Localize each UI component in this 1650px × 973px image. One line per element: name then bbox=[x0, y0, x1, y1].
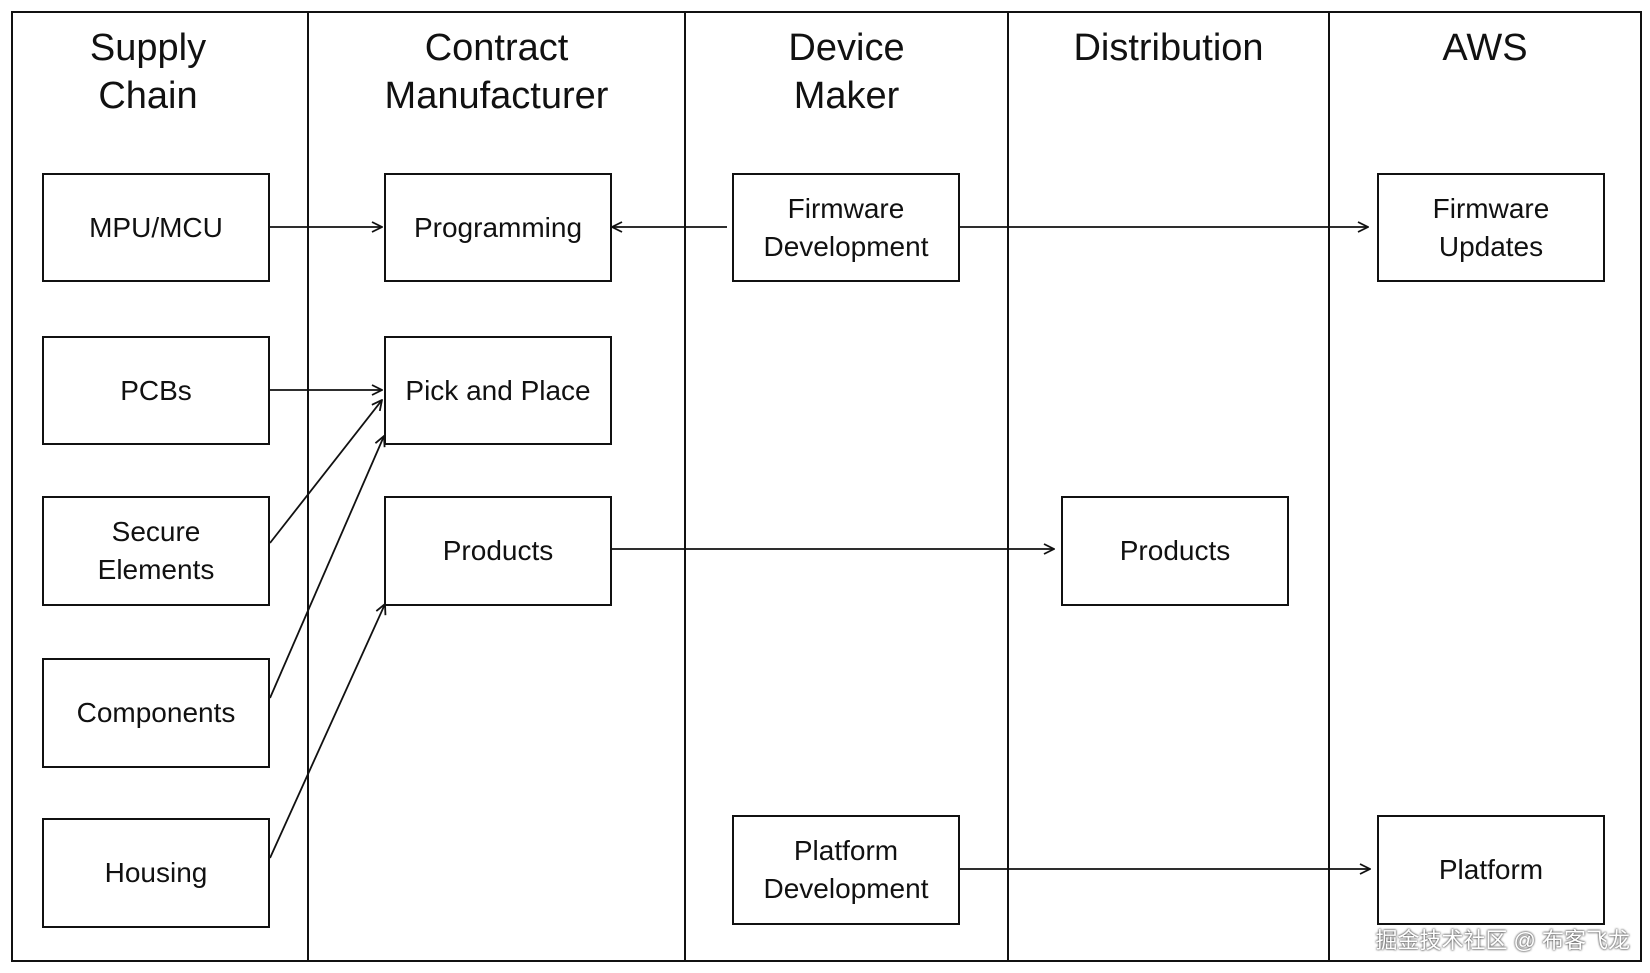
lane-title-contract-manufacturer: Contract Manufacturer bbox=[308, 24, 685, 120]
node-pcbs: PCBs bbox=[42, 336, 270, 445]
lane-title-supply-chain: Supply Chain bbox=[12, 24, 284, 120]
node-label: Platform bbox=[1438, 854, 1544, 885]
node-housing: Housing bbox=[42, 818, 270, 928]
node-label: Pick and Place bbox=[405, 374, 591, 406]
node-label: Products bbox=[1119, 535, 1231, 566]
node-products-cm: Products bbox=[384, 496, 612, 606]
lane-title-line: AWS bbox=[1442, 27, 1528, 69]
node-programming: Programming bbox=[384, 173, 612, 282]
node-products-distribution: Products bbox=[1061, 496, 1289, 606]
lane-title-distribution: Distribution bbox=[1008, 24, 1329, 72]
node-label: Programming bbox=[413, 211, 583, 243]
edge-components-to-pickplace bbox=[269, 436, 384, 699]
node-label: Components bbox=[76, 697, 236, 728]
node-label: Platform bbox=[793, 835, 899, 866]
node-mpu-mcu: MPU/MCU bbox=[42, 173, 270, 282]
node-platform: Platform bbox=[1377, 815, 1605, 925]
node-label: Secure bbox=[111, 516, 201, 547]
edge-housing-to-products bbox=[269, 604, 385, 859]
node-label: Elements bbox=[97, 554, 215, 585]
node-label: Updates bbox=[1438, 230, 1544, 262]
node-label: MPU/MCU bbox=[89, 211, 223, 243]
node-label: Firmware bbox=[787, 192, 905, 224]
lane-title-line: Maker bbox=[793, 75, 900, 117]
lane-title-aws: AWS bbox=[1329, 24, 1641, 72]
node-label: Development bbox=[763, 230, 929, 262]
node-label: Housing bbox=[104, 857, 208, 888]
node-platform-development: Platform Development bbox=[732, 815, 960, 925]
diagram-frame bbox=[11, 11, 1642, 962]
node-secure-elements: Secure Elements bbox=[42, 496, 270, 606]
node-firmware-updates: Firmware Updates bbox=[1377, 173, 1605, 282]
node-components: Components bbox=[42, 658, 270, 768]
lane-title-line: Supply bbox=[89, 27, 207, 69]
node-label: Products bbox=[442, 535, 554, 566]
node-label: Firmware bbox=[1432, 192, 1550, 224]
edge-secure-to-pickplace bbox=[269, 400, 382, 544]
lane-title-line: Chain bbox=[98, 75, 198, 117]
lane-title-line: Distribution bbox=[1073, 27, 1264, 69]
node-pick-and-place: Pick and Place bbox=[384, 336, 612, 445]
lane-title-line: Manufacturer bbox=[384, 75, 609, 117]
node-firmware-development: Firmware Development bbox=[732, 173, 960, 282]
lane-title-line: Contract bbox=[424, 27, 569, 69]
watermark: 掘金技术社区 @ 布客飞龙 bbox=[1375, 928, 1630, 953]
lane-title-device-maker: Device Maker bbox=[685, 24, 1008, 120]
node-label: PCBs bbox=[120, 374, 192, 406]
node-label: Development bbox=[763, 873, 929, 904]
lane-title-line: Device bbox=[788, 27, 905, 69]
